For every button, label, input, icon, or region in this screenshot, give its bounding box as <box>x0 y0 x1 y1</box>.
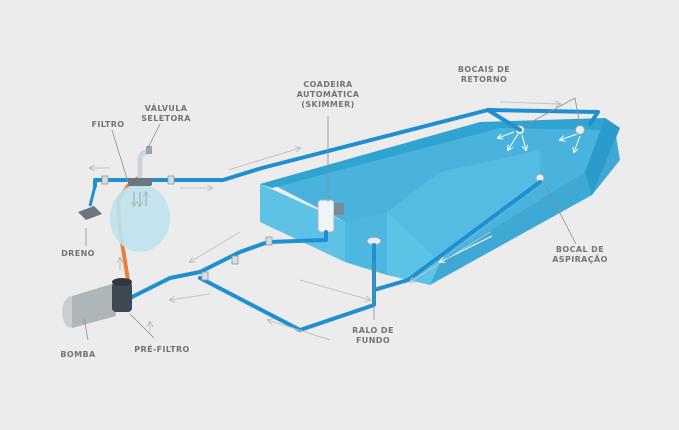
skimmer-mouth <box>334 203 344 215</box>
label-bocal-aspiracao-line1: BOCAL DE <box>555 245 605 254</box>
label-ralo-fundo-line2: FUNDO <box>355 336 391 345</box>
suction-pipe <box>372 180 542 292</box>
leader-lines <box>83 97 581 341</box>
pre-filter-body <box>112 282 132 312</box>
label-filtro: FILTRO <box>91 120 125 129</box>
pool-step-face <box>345 212 387 275</box>
pool-rim-right <box>585 118 620 195</box>
pool-rim-back <box>260 118 620 188</box>
filter-flow-arrows <box>134 192 146 206</box>
label-bocais-retorno-line2: RETORNO <box>460 75 508 84</box>
label-ralo-fundo: RALO DE FUNDO <box>352 326 394 346</box>
valve <box>167 175 175 185</box>
filter <box>110 146 170 252</box>
label-valvula-line1: VÁLVULA <box>144 104 188 113</box>
selector-valve-pipe <box>137 148 152 178</box>
pump <box>62 258 132 328</box>
return-pipe <box>93 108 600 188</box>
drain-plate <box>78 206 102 220</box>
label-coadeira-line3: (SKIMMER) <box>301 100 355 109</box>
valve <box>201 271 209 281</box>
valve <box>231 255 239 265</box>
return-branch <box>486 108 522 132</box>
valves <box>101 175 273 281</box>
pool <box>260 118 620 285</box>
label-coadeira-line2: AUTOMÁTICA <box>296 90 360 99</box>
valve <box>265 236 273 246</box>
selector-valve <box>146 146 152 154</box>
return-spray-arrows <box>498 131 581 152</box>
pool-front-shallow <box>260 184 345 262</box>
filter-lid <box>128 178 152 186</box>
label-dreno: DRENO <box>61 249 95 258</box>
label-pre-filtro: PRÉ-FILTRO <box>134 345 190 354</box>
drain-pipe-short <box>88 185 97 207</box>
label-bocal-aspiracao: BOCAL DE ASPIRAÇÃO <box>552 245 608 265</box>
label-coadeira-line1: COADEIRA <box>303 80 353 89</box>
pre-filter-lid <box>112 278 132 286</box>
skimmer <box>317 199 335 233</box>
label-valvula: VÁLVULA SELETORA <box>141 104 191 124</box>
label-bocais-retorno-line1: BOCAIS DE <box>457 65 511 74</box>
label-coadeira: COADEIRA AUTOMÁTICA (SKIMMER) <box>297 80 360 110</box>
label-bomba: BOMBA <box>60 350 96 359</box>
label-ralo-fundo-line1: RALO DE <box>352 326 394 335</box>
label-bocais-retorno: BOCAIS DE RETORNO <box>458 65 510 85</box>
pump-motor <box>72 284 116 328</box>
filter-tank <box>110 184 170 252</box>
skimmer-pipe <box>128 230 328 300</box>
pool-deep-wall <box>387 150 540 262</box>
label-valvula-line2: SELETORA <box>141 114 191 123</box>
return-nozzle-right <box>575 125 585 135</box>
label-bocal-aspiracao-line2: ASPIRAÇÃO <box>552 255 608 264</box>
valve <box>101 175 109 185</box>
flow-arrows <box>90 102 560 341</box>
